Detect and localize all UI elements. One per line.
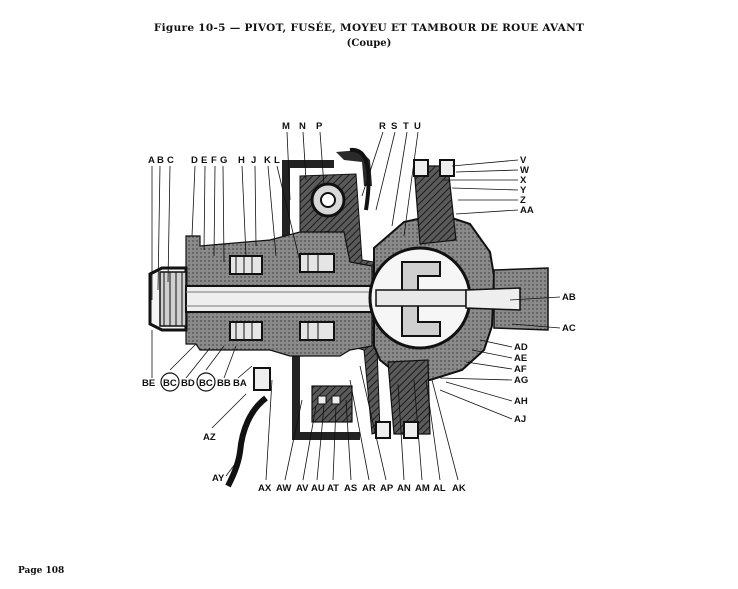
- callout-label: X: [520, 175, 527, 186]
- callout-label: AZ: [203, 432, 216, 443]
- bc-circle-2: [196, 372, 216, 392]
- callout-label: N: [299, 121, 306, 132]
- callout-label: AT: [327, 483, 339, 494]
- figure-subtitle: (Coupe): [346, 38, 392, 49]
- callout-label: R: [379, 121, 386, 132]
- outer-bearing: [299, 253, 335, 341]
- callout-label: A: [148, 155, 155, 166]
- callout-label: AJ: [514, 414, 526, 425]
- callout-label: T: [403, 121, 409, 132]
- callout-label: AL: [433, 483, 446, 494]
- inner-bearing: [229, 255, 263, 341]
- drum-lip-top: [336, 150, 372, 186]
- upper-king-pin: [413, 165, 457, 245]
- callout-label: E: [201, 155, 207, 166]
- brake-spring: [253, 367, 271, 391]
- callout-label: D: [191, 155, 198, 166]
- callout-label: BD: [181, 378, 195, 389]
- axle-shaft: [185, 285, 377, 313]
- callout-label: BA: [233, 378, 247, 389]
- brake-line: [349, 147, 371, 211]
- callout-labels: A B C D E F G H J K L M N P R S T U V W …: [142, 121, 576, 494]
- figure-title: Figure 10-5 — PIVOT, FUSÉE, MOYEU ET TAM…: [153, 22, 585, 34]
- callout-label: AP: [380, 483, 394, 494]
- leader-lines: [151, 131, 561, 481]
- callout-label: AR: [362, 483, 376, 494]
- callout-label: V: [520, 155, 527, 166]
- callout-label: AG: [514, 375, 528, 386]
- callout-label: AM: [415, 483, 430, 494]
- callout-label: AC: [562, 323, 576, 334]
- callout-label: B: [157, 155, 164, 166]
- bc-circle-1: [160, 372, 180, 392]
- callout-label: AV: [296, 483, 309, 494]
- callout-label: BC: [163, 378, 177, 389]
- callout-label: AE: [514, 353, 527, 364]
- callout-label: K: [264, 155, 271, 166]
- callout-label: C: [167, 155, 174, 166]
- callout-label: AY: [212, 473, 225, 484]
- callout-label: AU: [311, 483, 325, 494]
- assembly-drawing: [148, 147, 549, 488]
- callout-label: AH: [514, 396, 528, 407]
- callout-label: AN: [397, 483, 411, 494]
- lower-king-pin: [387, 359, 431, 435]
- callout-label: BB: [217, 378, 231, 389]
- callout-label: U: [414, 121, 421, 132]
- callout-label: H: [238, 155, 245, 166]
- callout-label: Z: [520, 195, 526, 206]
- page-number: Page 108: [18, 566, 65, 576]
- callout-label: AA: [520, 205, 534, 216]
- brake-hose: [225, 395, 268, 488]
- callout-label: J: [251, 155, 256, 166]
- callout-label: BE: [142, 378, 155, 389]
- callout-label: P: [316, 121, 323, 132]
- callout-label: AW: [276, 483, 291, 494]
- callout-label: AD: [514, 342, 528, 353]
- callout-label: AX: [258, 483, 272, 494]
- callout-label: W: [520, 165, 529, 176]
- callout-label: S: [391, 121, 397, 132]
- callout-label: M: [282, 121, 290, 132]
- callout-label: AB: [562, 292, 576, 303]
- callout-label: AF: [514, 364, 527, 375]
- callout-label: Y: [520, 185, 527, 196]
- brake-adjuster: [311, 385, 353, 423]
- callout-label: BC: [199, 378, 213, 389]
- callout-label: AS: [344, 483, 357, 494]
- callout-label: L: [274, 155, 280, 166]
- callout-label: AK: [452, 483, 466, 494]
- callout-label: G: [220, 155, 227, 166]
- callout-label: F: [211, 155, 217, 166]
